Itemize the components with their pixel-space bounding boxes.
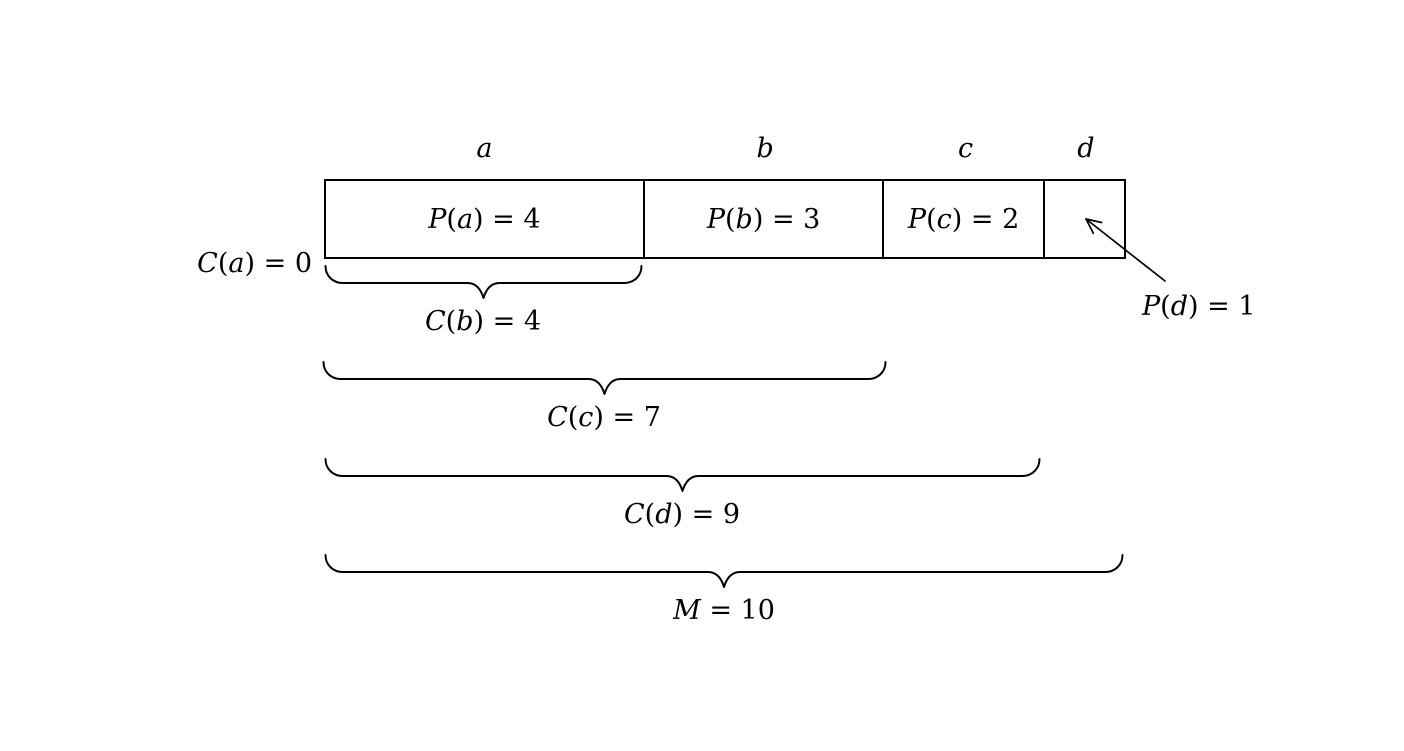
p-of-d-label: P(d) = 1 <box>1142 291 1256 322</box>
c-of-b-label: C(b) = 4 <box>424 306 542 337</box>
total-size-brace <box>324 554 1124 588</box>
segment-top-labels: a b c d <box>324 131 1126 165</box>
segment-c-letter: c <box>958 132 974 164</box>
segment-a-letter: a <box>476 132 493 164</box>
c-of-d-brace <box>324 458 1041 492</box>
p-of-c-label: P(c) = 2 <box>907 203 1020 235</box>
c-of-c-label: C(c) = 7 <box>547 402 661 433</box>
c-of-c-brace <box>322 361 887 395</box>
segment-c-cell: P(c) = 2 <box>884 181 1045 257</box>
c-of-d-label: C(d) = 9 <box>623 499 741 530</box>
segment-a-top-label: a <box>324 131 645 165</box>
p-of-a-label: P(a) = 4 <box>428 203 541 235</box>
segment-d-letter: d <box>1077 132 1095 164</box>
segment-b-top-label: b <box>645 131 886 165</box>
total-size-label: M = 10 <box>673 595 775 626</box>
segment-b-cell: P(b) = 3 <box>645 181 885 257</box>
c-of-b-brace <box>324 265 643 299</box>
p-of-b-label: P(b) = 3 <box>706 203 821 235</box>
segment-a-cell: P(a) = 4 <box>326 181 645 257</box>
allocation-bar: P(a) = 4 P(b) = 3 P(c) = 2 <box>324 179 1126 259</box>
p-of-d-arrow <box>1085 218 1166 282</box>
c-of-a-label: C(a) = 0 <box>197 248 312 279</box>
segment-b-letter: b <box>756 132 774 164</box>
segment-c-top-label: c <box>885 131 1045 165</box>
segment-d-top-label: d <box>1046 131 1126 165</box>
